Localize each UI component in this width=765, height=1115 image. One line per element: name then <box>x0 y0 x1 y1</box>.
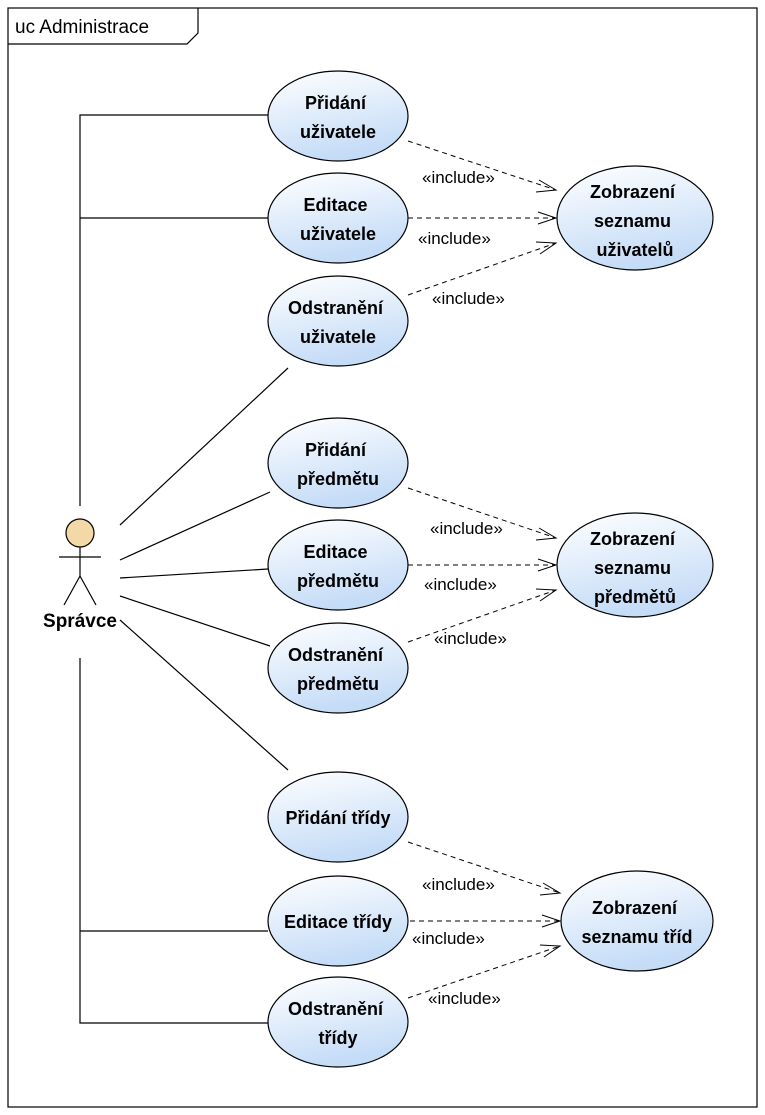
usecase-zobrazeni-seznamu-predmetu[interactable]: Zobrazení seznamu předmětů <box>556 512 714 618</box>
usecase-ellipse <box>267 275 409 367</box>
usecase-label: Zobrazení seznamu tříd <box>581 898 692 947</box>
association-editace-odstraneni-tridy <box>79 658 268 1024</box>
include-label: «include» <box>422 875 495 894</box>
actor-left-leg <box>63 575 81 606</box>
arrowhead <box>537 558 558 572</box>
frame-title: uc Administrace <box>15 17 149 38</box>
usecase-label: Editace předmětu <box>297 542 379 591</box>
include-labels: «include» «include» «include» «include» … <box>412 168 507 1008</box>
usecase-ellipse <box>267 70 409 162</box>
associations <box>79 114 289 1024</box>
usecase-pridani-uzivatele[interactable]: Přidání uživatele <box>267 70 409 162</box>
association-editace-predmetu <box>119 568 269 579</box>
include-label: «include» <box>422 168 495 187</box>
association-pridani-uzivatele <box>79 114 268 506</box>
usecase-label: Odstranění předmětu <box>288 645 388 694</box>
actor-head <box>65 518 95 548</box>
usecase-editace-predmetu[interactable]: Editace předmětu <box>267 519 409 611</box>
usecase-label: Přidání předmětu <box>297 440 379 489</box>
arrowhead <box>535 179 558 193</box>
usecase-label: Editace třídy <box>284 912 392 932</box>
usecase-label: Přidání uživatele <box>300 93 376 142</box>
arrowhead <box>539 944 562 958</box>
arrowhead <box>537 211 558 225</box>
include-label: «include» <box>418 229 491 248</box>
usecase-ellipse <box>556 512 714 618</box>
include-label: «include» <box>424 575 497 594</box>
usecase-ellipse <box>556 165 714 271</box>
usecase-pridani-tridy[interactable]: Přidání třídy <box>267 771 409 863</box>
usecase-label: Editace uživatele <box>300 195 376 244</box>
include-dependencies <box>407 140 562 999</box>
actor-label: Správce <box>43 611 117 632</box>
association-odstraneni-predmetu <box>119 595 271 647</box>
usecase-ellipse <box>267 622 409 714</box>
include-label: «include» <box>434 629 507 648</box>
usecase-ellipse <box>267 875 409 967</box>
include-label: «include» <box>430 519 503 538</box>
actor-spravce[interactable]: Správce <box>43 518 117 632</box>
usecase-ellipse <box>267 172 409 264</box>
usecase-ellipse <box>560 870 714 972</box>
usecase-label: Přidání třídy <box>285 808 390 828</box>
include-arrow-odstraneni-uzivatele <box>407 242 557 296</box>
usecase-odstraneni-tridy[interactable]: Odstranění třídy <box>267 976 409 1068</box>
arrowhead <box>535 588 558 602</box>
include-arrow-pridani-predmetu <box>407 487 557 539</box>
include-label: «include» <box>432 289 505 308</box>
usecase-ellipse <box>267 519 409 611</box>
actor-right-leg <box>79 575 97 606</box>
usecase-label: Odstranění uživatele <box>288 298 388 347</box>
arrowhead <box>535 527 558 541</box>
include-arrow-odstraneni-predmetu <box>407 589 557 643</box>
frame-title-tab <box>8 8 199 45</box>
usecase-ellipse <box>267 976 409 1068</box>
usecase-editace-uzivatele[interactable]: Editace uživatele <box>267 172 409 264</box>
include-arrow-pridani-uzivatele <box>407 140 557 191</box>
usecase-pridani-predmetu[interactable]: Přidání předmětu <box>267 417 409 509</box>
arrowhead <box>535 241 558 255</box>
usecase-ellipse <box>267 417 409 509</box>
usecase-editace-tridy[interactable]: Editace třídy <box>267 875 409 967</box>
usecase-label: Zobrazení seznamu předmětů <box>590 529 680 607</box>
association-odstraneni-uzivatele <box>119 367 289 526</box>
association-pridani-predmetu <box>119 491 271 561</box>
diagram-frame <box>7 7 758 1108</box>
usecase-label: Zobrazení seznamu uživatelů <box>590 182 680 260</box>
association-pridani-tridy <box>119 619 289 771</box>
usecase-odstraneni-predmetu[interactable]: Odstranění předmětu <box>267 622 409 714</box>
usecase-label: Odstranění třídy <box>288 999 388 1048</box>
arrowhead <box>539 882 562 896</box>
usecase-zobrazeni-seznamu-trid[interactable]: Zobrazení seznamu tříd <box>560 870 714 972</box>
usecase-ellipse <box>267 771 409 863</box>
usecase-odstraneni-uzivatele[interactable]: Odstranění uživatele <box>267 275 409 367</box>
usecase-zobrazeni-seznamu-uzivatelu[interactable]: Zobrazení seznamu uživatelů <box>556 165 714 271</box>
arrowhead <box>541 914 562 928</box>
include-label: «include» <box>428 989 501 1008</box>
include-label: «include» <box>412 929 485 948</box>
